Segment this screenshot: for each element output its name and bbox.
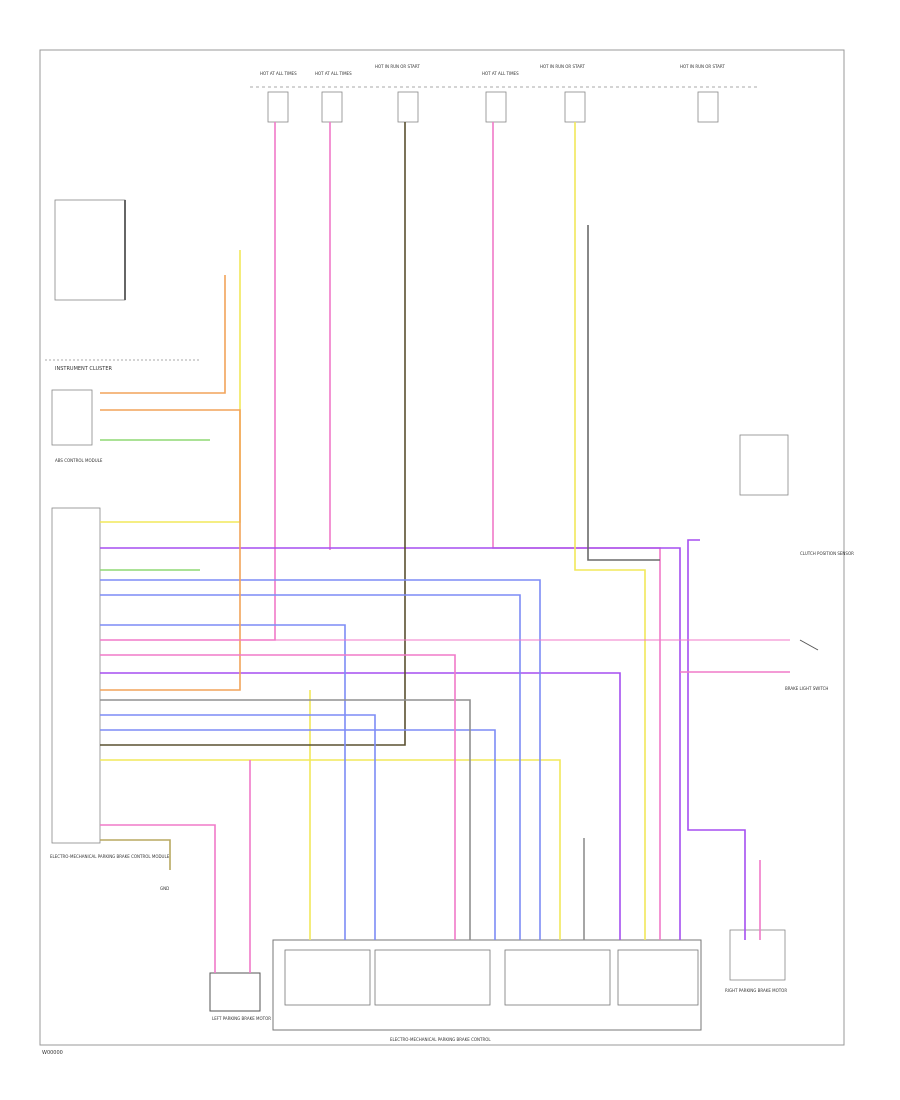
wire-yellow-3 — [100, 759, 561, 940]
feed-label-5: HOT IN RUN OR START — [540, 64, 585, 69]
instrument-cluster-label: INSTRUMENT CLUSTER — [55, 366, 113, 372]
abs-module-label: ABS CONTROL MODULE — [55, 458, 103, 463]
ground-label: GND — [160, 886, 169, 891]
feed-label-2: HOT AT ALL TIMES — [315, 71, 352, 76]
right-components: CLUTCH POSITION SENSOR BRAKE LIGHT SWITC… — [725, 434, 854, 993]
left-motor-box — [209, 972, 261, 1012]
wire-yellow-2 — [100, 250, 241, 523]
instrument-cluster-block: INSTRUMENT CLUSTER — [45, 199, 200, 372]
wire-gray-1 — [587, 225, 660, 561]
wire-pink-1 — [100, 122, 276, 641]
wire-purple-2 — [100, 672, 621, 940]
wire-purple-1 — [100, 547, 681, 940]
footer-code: W00000 — [42, 1050, 63, 1056]
wire-yellow-1 — [574, 122, 646, 940]
wire-blue-1 — [100, 579, 541, 940]
fuse-4 — [485, 91, 507, 123]
switch-housing-box — [272, 939, 702, 1031]
clutch-sensor-box — [739, 434, 789, 496]
wire-orange-1 — [100, 275, 226, 394]
wire-purple-3 — [687, 539, 746, 940]
switch-housing-label: ELECTRO-MECHANICAL PARKING BRAKE CONTROL — [390, 1037, 491, 1042]
wire-pink-4 — [100, 654, 456, 940]
wire-pink-3 — [492, 122, 661, 940]
feed-label-6: HOT IN RUN OR START — [680, 64, 725, 69]
wire-olive-1 — [100, 839, 171, 870]
wire-blue-5 — [100, 624, 346, 940]
fuse-1 — [267, 91, 289, 123]
right-motor-box — [729, 929, 786, 981]
fuse-3 — [397, 91, 419, 123]
left-motor-label: LEFT PARKING BRAKE MOTOR — [212, 1016, 271, 1021]
fuse-6 — [697, 91, 719, 123]
wire-dark-1 — [100, 122, 406, 746]
abs-module-box — [51, 389, 93, 446]
fuses — [267, 91, 719, 123]
feed-label-3: HOT IN RUN OR START — [375, 64, 420, 69]
wire-orange-2 — [100, 409, 241, 691]
wires — [100, 122, 790, 973]
epb-module-box — [51, 507, 101, 844]
fuse-2 — [321, 91, 343, 123]
wire-blue-3 — [100, 714, 376, 940]
fuse-5 — [564, 91, 586, 123]
feed-label-1: HOT AT ALL TIMES — [260, 71, 297, 76]
switch-housing: ELECTRO-MECHANICAL PARKING BRAKE CONTROL — [272, 939, 702, 1042]
diagram-frame — [39, 49, 845, 1046]
feed-label-4: HOT AT ALL TIMES — [482, 71, 519, 76]
wire-pink-6 — [100, 824, 216, 973]
instrument-cluster-box — [54, 199, 126, 301]
left-motor-block: LEFT PARKING BRAKE MOTOR — [209, 972, 271, 1021]
epb-module-label: ELECTRO-MECHANICAL PARKING BRAKE CONTROL… — [50, 854, 170, 859]
right-motor-label: RIGHT PARKING BRAKE MOTOR — [725, 988, 787, 993]
abs-module-block: ABS CONTROL MODULE — [51, 389, 103, 463]
wire-blue-4 — [100, 729, 496, 940]
top-feeds: HOT AT ALL TIMES HOT AT ALL TIMES HOT IN… — [260, 64, 725, 76]
clutch-sensor-label: CLUTCH POSITION SENSOR — [800, 551, 854, 556]
epb-module-block: ELECTRO-MECHANICAL PARKING BRAKE CONTROL… — [50, 507, 170, 859]
brake-switch-label: BRAKE LIGHT SWITCH — [785, 686, 828, 691]
wire-gray-2 — [100, 699, 471, 940]
